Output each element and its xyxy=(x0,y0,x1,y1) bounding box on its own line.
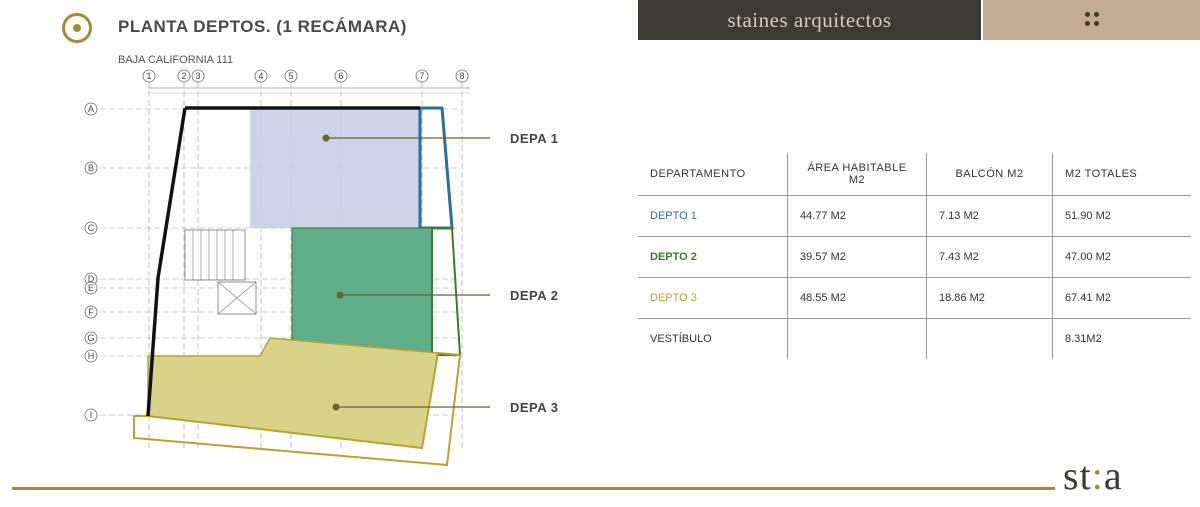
depto2-area xyxy=(291,227,433,356)
row-label: E xyxy=(88,283,94,293)
sta-logo: st:a xyxy=(1063,452,1123,499)
table-header-row: DEPARTAMENTO ÁREA HABITABLE M2 BALCÓN M2… xyxy=(638,153,1191,196)
address-label: BAJA CALIFORNIA 111 xyxy=(118,54,234,66)
col-label: 3 xyxy=(195,71,200,81)
target-logo-icon xyxy=(62,13,92,43)
col-label: 8 xyxy=(459,71,464,81)
table-cell-balcon: 18.86 M2 xyxy=(926,277,1053,319)
table-row: VESTÍBULO 8.31M2 xyxy=(638,318,1191,359)
areas-table: DEPARTAMENTO ÁREA HABITABLE M2 BALCÓN M2… xyxy=(638,153,1191,359)
table-cell-area: 39.57 M2 xyxy=(787,236,927,278)
floor-plan: 1 2 3 4 5 6 7 8 A B C D E F G H I xyxy=(84,69,490,467)
page-title: PLANTA DEPTOS. (1 RECÁMARA) xyxy=(118,17,407,36)
table-cell-name: DEPTO 1 xyxy=(638,195,788,237)
footer-divider xyxy=(12,487,1055,490)
depto2-balcony xyxy=(431,227,462,356)
table-cell-balcon: 7.43 M2 xyxy=(926,236,1053,278)
depto3-balcony xyxy=(133,351,462,467)
table-row: DEPTO 2 39.57 M2 7.43 M2 47.00 M2 xyxy=(638,236,1191,278)
col-label: 2 xyxy=(181,71,186,81)
table-header: M2 TOTALES xyxy=(1052,153,1191,196)
col-label: 5 xyxy=(288,71,293,81)
table-cell-area xyxy=(787,318,927,359)
row-label: D xyxy=(88,274,95,284)
callout-depa1: DEPA 1 xyxy=(510,131,559,146)
table-row: DEPTO 3 48.55 M2 18.86 M2 67.41 M2 xyxy=(638,277,1191,319)
table-cell-area: 48.55 M2 xyxy=(787,277,927,319)
table-cell-total: 47.00 M2 xyxy=(1052,236,1191,278)
row-label: B xyxy=(88,163,94,173)
table-cell-area: 44.77 M2 xyxy=(787,195,927,237)
table-header: DEPARTAMENTO xyxy=(638,153,788,196)
table-cell-total: 67.41 M2 xyxy=(1052,277,1191,319)
logo-text: a xyxy=(1103,453,1123,498)
table-cell-balcon xyxy=(926,318,1053,359)
col-label: 1 xyxy=(146,71,151,81)
table-cell-balcon: 7.13 M2 xyxy=(926,195,1053,237)
table-cell-name: VESTÍBULO xyxy=(650,333,712,345)
row-label: I xyxy=(90,410,93,420)
row-label: C xyxy=(88,223,95,233)
row-label: G xyxy=(87,333,94,343)
row-label: A xyxy=(88,104,94,114)
row-label: H xyxy=(88,351,95,361)
col-label: 6 xyxy=(338,71,343,81)
table-cell-name: DEPTO 3 xyxy=(638,277,788,319)
stair xyxy=(184,229,246,281)
table-header: BALCÓN M2 xyxy=(926,153,1053,196)
col-label: 7 xyxy=(419,71,424,81)
col-label: 4 xyxy=(258,71,263,81)
row-label: F xyxy=(88,307,94,317)
brand-bar[interactable]: staines arquitectos xyxy=(638,0,981,40)
table-header: ÁREA HABITABLE M2 xyxy=(787,153,927,196)
table-row: DEPTO 1 44.77 M2 7.13 M2 51.90 M2 xyxy=(638,195,1191,237)
table-cell-total: 51.90 M2 xyxy=(1052,195,1191,237)
table-cell-name: DEPTO 2 xyxy=(638,236,788,278)
callout-depa3: DEPA 3 xyxy=(510,400,559,415)
callout-depa2: DEPA 2 xyxy=(510,288,559,303)
depto1-area xyxy=(250,108,420,228)
logo-colon: : xyxy=(1091,453,1104,498)
menu-button[interactable] xyxy=(983,0,1200,40)
depto3-area xyxy=(147,337,439,449)
grid-menu-icon xyxy=(1085,12,1099,26)
table-cell-total: 8.31M2 xyxy=(1052,318,1191,359)
logo-text: st xyxy=(1063,453,1092,498)
brand-name[interactable]: staines arquitectos xyxy=(727,7,892,32)
